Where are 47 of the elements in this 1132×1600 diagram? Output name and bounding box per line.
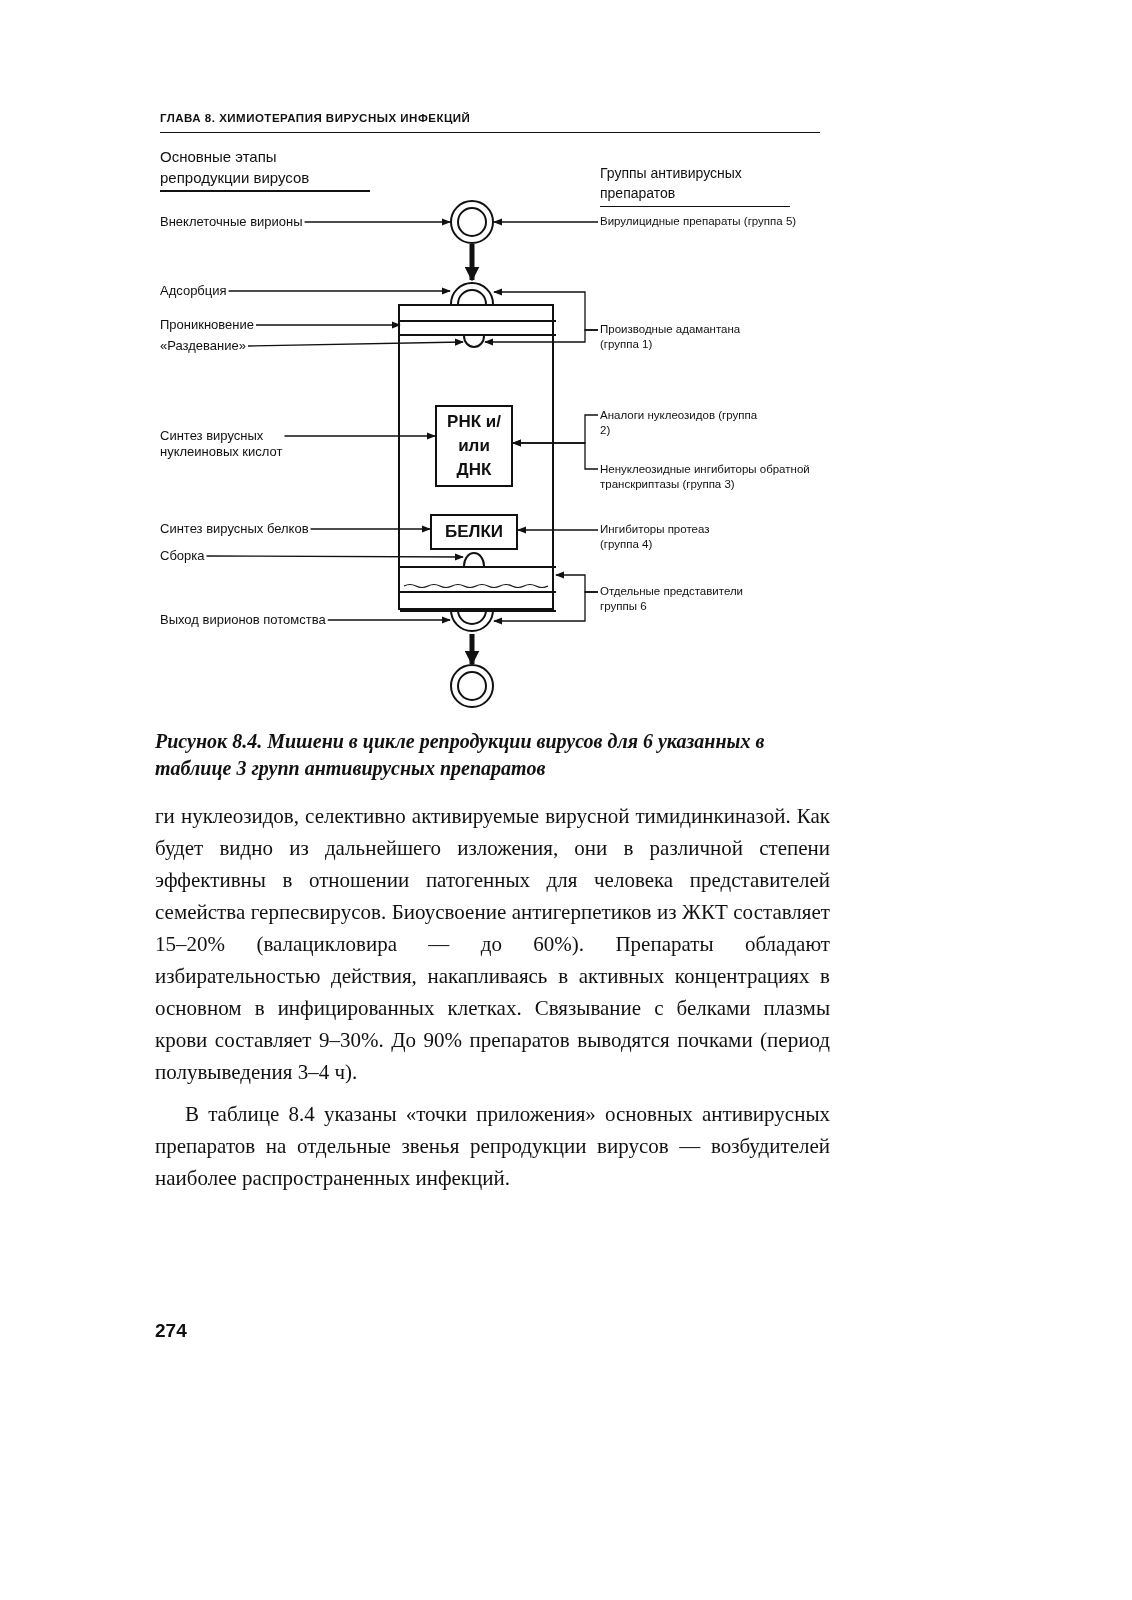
virion-drawing xyxy=(450,200,494,244)
leader-arrow xyxy=(205,553,464,561)
label-box: РНК и/или ДНК xyxy=(435,405,513,487)
drug-group-label: Вирулицидные препараты (группа 5) xyxy=(600,214,801,229)
drug-group-label: Отдельные представители группы 6 xyxy=(600,584,748,614)
leader-arrow xyxy=(517,526,599,534)
drug-group-label: Ненуклеозидные ингибиторы обратной транскриптазы (группа 3) xyxy=(600,462,814,492)
stage-label: Проникновение xyxy=(160,317,258,333)
leader-arrow xyxy=(303,218,451,226)
membrane-band xyxy=(400,320,556,336)
body-paragraph: ги нуклеозидов, селективно активируемые вирусной тимидинкиназой. Как будет видно из дальнейшего изложения, они в различной степени эффективны в отношении патогенных для человека представителей семейства герпесвирусов. Биоусвоение антигерпетиков из ЖКТ составляет 15–20% (валацикловира — до 60%). Препараты обладают избирательностью действия, накапливаясь в активных концентрациях в основном в инфицированных клетках. Связывание с белками плазмы крови составляет 9–30%. До 90% препаратов выводятся почками (период полувыведения 3–4 ч). xyxy=(155,803,830,1086)
flow-arrow xyxy=(464,634,480,666)
label-box: БЕЛКИ xyxy=(430,514,518,550)
column-heading: Группы антивирусных препаратов xyxy=(600,164,743,203)
drug-group-label: Производные адамантана (группа 1) xyxy=(600,322,745,352)
stage-label: Выход вирионов потомства xyxy=(160,612,330,628)
leader-arrow xyxy=(327,616,451,624)
column-heading: Основные этапы репродукции вирусов xyxy=(160,146,370,192)
virion-drawing xyxy=(450,280,494,304)
page-number: 274 xyxy=(155,1320,188,1342)
body-paragraph: В таблице 8.4 указаны «точки приложения» основных антивирусных препаратов на отдельные звенья репродукции вирусов — возбудителей наиболее распространенных инфекций. xyxy=(155,1101,830,1192)
assembly-drawing xyxy=(463,552,485,566)
running-header: ГЛАВА 8. ХИМИОТЕРАПИЯ ВИРУСНЫХ ИНФЕКЦИЙ xyxy=(160,112,472,124)
flow-arrow xyxy=(464,244,480,282)
leader-arrow xyxy=(227,287,451,295)
stage-label: Адсорбция xyxy=(160,283,231,299)
stage-label: Синтез вирусных нуклеиновых кислот xyxy=(160,428,287,460)
virion-drawing xyxy=(450,610,494,634)
stage-label: Внеклеточные вирионы xyxy=(160,214,307,230)
drug-group-label: Ингибиторы протеаз (группа 4) xyxy=(600,522,714,552)
leader-arrow xyxy=(512,439,599,470)
leader-arrow xyxy=(493,218,599,226)
leader-arrow xyxy=(247,338,464,347)
leader-arrow xyxy=(493,591,599,625)
stage-label: Сборка xyxy=(160,548,209,564)
membrane-band xyxy=(400,566,556,612)
cell-outline xyxy=(398,304,554,610)
leader-arrow xyxy=(283,432,436,440)
stage-label: Синтез вирусных белков xyxy=(160,521,313,537)
leader-arrow xyxy=(484,329,599,346)
stage-label: «Раздевание» xyxy=(160,338,250,354)
drug-group-label: Аналоги нуклеозидов (группа 2) xyxy=(600,408,762,438)
figure-caption: Рисунок 8.4. Мишени в цикле репродукции вирусов для 6 указанных в таблице 3 групп антивирусных препаратов xyxy=(155,729,766,782)
leader-arrow xyxy=(309,525,431,533)
leader-arrow xyxy=(255,321,401,329)
uncoating-drawing xyxy=(463,336,485,348)
virion-drawing xyxy=(450,664,494,708)
